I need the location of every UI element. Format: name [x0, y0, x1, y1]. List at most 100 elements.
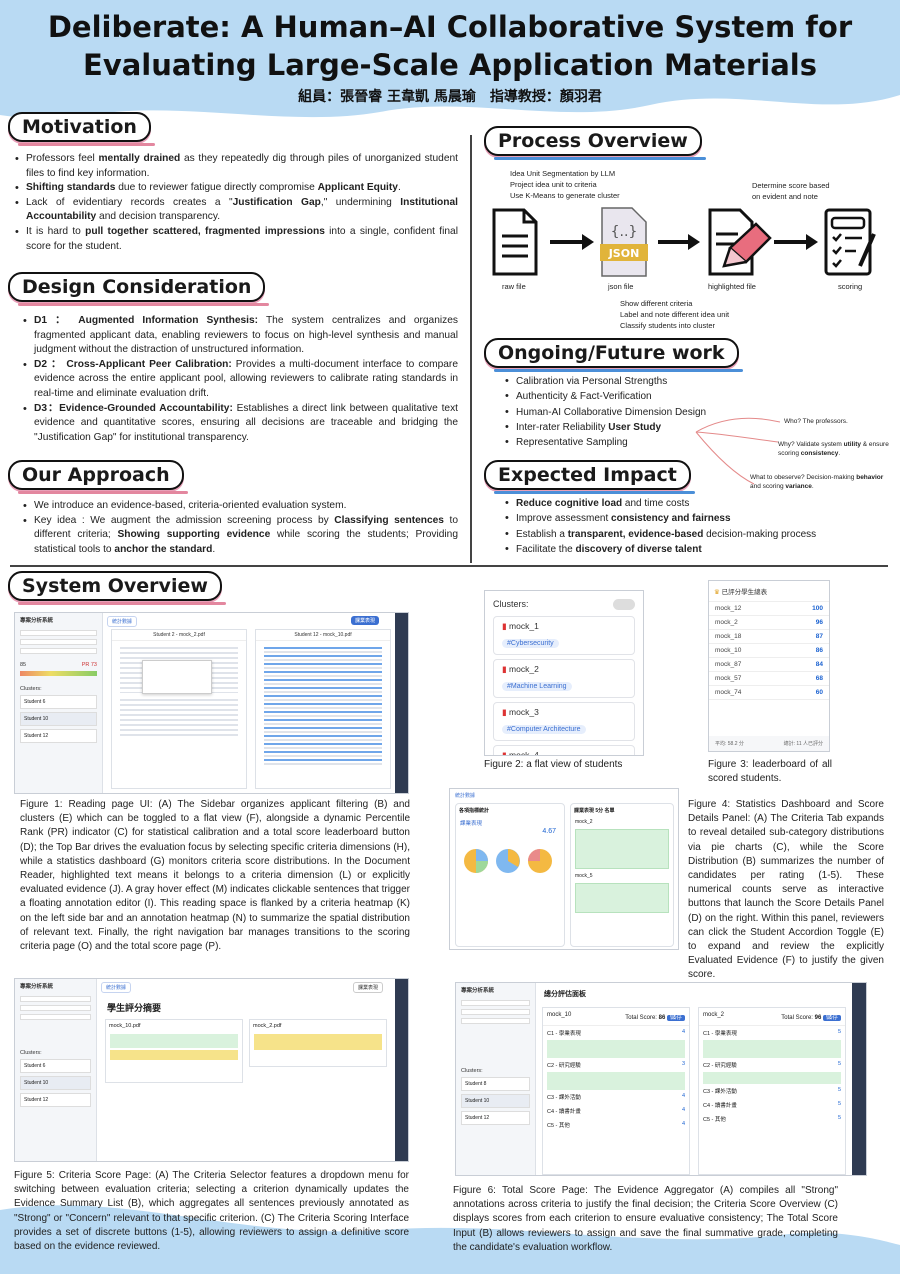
list-item[interactable]: ▮ mock_4 — [493, 745, 635, 755]
ongoing-note-why: Why? Validate system utility & ensure sc… — [778, 441, 889, 457]
json-file-icon: {..} JSON — [600, 207, 648, 277]
ongoing-note-what: What to obeserve? Decision-making behavi… — [750, 474, 884, 490]
fig1-right-doc: Student 12 - mock_10.pdf — [255, 629, 391, 789]
highlighted-file-icon — [708, 208, 772, 276]
figure-5-caption: Figure 5: Criteria Score Page: (A) The C… — [14, 1170, 409, 1253]
process-heading: Process Overview — [484, 126, 706, 160]
authors: 組員：張晉睿 王韋凱 馬晨瑜 指導教授：顏羽君 — [298, 89, 602, 105]
poster-title: Deliberate: A Human–AI Collaborative Sys… — [0, 8, 900, 106]
list-item: D2 ： Cross-Applicant Peer Calibration: P… — [22, 358, 458, 402]
figure-6-total-score-page: 專案分析系統 Clusters: Student 8 Student 10 St… — [455, 982, 867, 1176]
process-section: Process Overview Idea Unit Segmentation … — [484, 126, 894, 341]
title-line-2: Evaluating Large-Scale Application Mater… — [83, 48, 817, 82]
impact-list: Reduce cognitive load and time costs Imp… — [504, 496, 894, 557]
title-line-1: Deliberate: A Human–AI Collaborative Sys… — [47, 10, 853, 44]
list-item[interactable]: ▮ mock_1#Cybersecurity — [493, 616, 635, 655]
figure-4-caption: Figure 4: Statistics Dashboard and Score… — [688, 799, 884, 981]
fig5-doc-card: mock_2.pdf — [249, 1019, 387, 1067]
annotation-arrows — [695, 417, 781, 485]
figure-1-caption: Figure 1: Reading page UI: (A) The Sideb… — [20, 799, 410, 953]
impact-section: Expected Impact Reduce cognitive load an… — [484, 460, 894, 557]
list-item: Authenticity & Fact-Verification — [504, 389, 744, 405]
flat-view-toggle[interactable] — [613, 599, 635, 610]
list-item: Professors feel mentally drained as they… — [14, 152, 458, 181]
system-heading: System Overview — [8, 571, 226, 605]
ongoing-note-who: Who? The professors. — [784, 418, 848, 425]
process-flow-diagram: {..} JSON — [492, 207, 876, 277]
approach-section: Our Approach We introduce an evidence-ba… — [8, 460, 458, 557]
list-item: D3：Evidence-Grounded Accountability: Est… — [22, 402, 458, 446]
list-item: It is hard to pull together scattered, f… — [14, 225, 458, 254]
figure-2-flat-view: Clusters: ▮ mock_1#Cybersecurity ▮ mock_… — [484, 590, 644, 756]
list-item: We introduce an evidence-based, criteria… — [22, 499, 458, 514]
list-item: Calibration via Personal Strengths — [504, 374, 744, 390]
process-note-top-left: Idea Unit Segmentation by LLM Project id… — [510, 169, 620, 200]
process-note-bottom: Show different criteria Label and note d… — [620, 299, 730, 330]
ongoing-section: Ongoing/Future work Calibration via Pers… — [484, 338, 894, 490]
figure-6-caption: Figure 6: Total Score Page: The Evidence… — [453, 1185, 838, 1253]
list-item: Representative Sampling — [504, 435, 744, 451]
column-divider — [470, 135, 472, 563]
svg-text:JSON: JSON — [608, 247, 640, 260]
design-section: Design Consideration D1 ： Augmented Info… — [8, 272, 458, 445]
list-item: Key idea : We augment the admission scre… — [22, 514, 458, 558]
fig6-sidebar: 專案分析系統 Clusters: Student 8 Student 10 St… — [456, 983, 536, 1175]
pie-chart-icon — [496, 849, 520, 873]
system-section: System Overview — [8, 571, 226, 605]
section-divider — [10, 565, 888, 567]
pie-chart-icon — [464, 849, 488, 873]
ongoing-heading: Ongoing/Future work — [484, 338, 743, 372]
fig4-stats-panel: 各項指標統計 課業表現 4.67 — [455, 803, 565, 947]
list-item: D1 ： Augmented Information Synthesis: Th… — [22, 314, 458, 358]
list-item: Facilitate the discovery of diverse tale… — [504, 542, 894, 558]
list-item[interactable]: ▮ mock_3#Computer Architecture — [493, 702, 635, 741]
list-item: Establish a transparent, evidence-based … — [504, 527, 894, 543]
impact-heading: Expected Impact — [484, 460, 695, 494]
list-item: Lack of evidentiary records creates a "J… — [14, 196, 458, 225]
figure-4-stats-dashboard: 統計數據 各項指標統計 課業表現 4.67 課業表現 5分 名單 mock_2 … — [449, 788, 679, 950]
scoring-icon — [824, 208, 876, 276]
approach-list: We introduce an evidence-based, criteria… — [22, 499, 458, 557]
list-item: Human-AI Collaborative Dimension Design — [504, 405, 744, 421]
arrow-icon — [658, 234, 700, 250]
figure-3-caption: Figure 3: leaderboard of all scored stud… — [708, 759, 832, 785]
list-item: Reduce cognitive load and time costs — [504, 496, 894, 512]
list-item: Improve assessment consistency and fairn… — [504, 511, 894, 527]
list-item: Inter-rater Reliability User Study — [504, 420, 744, 436]
list-item[interactable]: ▮ mock_2#Machine Learning — [493, 659, 635, 698]
figure-2-caption: Figure 2: a flat view of students — [484, 759, 623, 770]
motivation-heading: Motivation — [8, 112, 155, 146]
motivation-list: Professors feel mentally drained as they… — [14, 152, 458, 254]
list-item: Shifting standards due to reviewer fatig… — [14, 181, 458, 196]
fig5-doc-card: mock_10.pdf — [105, 1019, 243, 1083]
design-heading: Design Consideration — [8, 272, 270, 306]
figure-5-criteria-score-page: 專案分析系統 Clusters: Student 6 Student 10 St… — [14, 978, 409, 1162]
criteria-selector[interactable]: 課業表現 — [353, 982, 384, 993]
svg-text:{..}: {..} — [611, 224, 638, 240]
ongoing-list: Calibration via Personal Strengths Authe… — [504, 374, 744, 451]
design-list: D1 ： Augmented Information Synthesis: Th… — [22, 314, 458, 445]
pie-chart-icon — [528, 849, 552, 873]
process-note-top-right: Determine score based on evident and not… — [752, 181, 830, 201]
motivation-section: Motivation Professors feel mentally drai… — [8, 112, 458, 254]
arrow-icon — [774, 234, 818, 250]
fig1-left-doc: Student 2 - mock_2.pdf — [111, 629, 247, 789]
arrow-icon — [550, 234, 594, 250]
fig4-score-details: 課業表現 5分 名單 mock_2 mock_5 — [570, 803, 674, 947]
fig5-sidebar: 專案分析系統 Clusters: Student 6 Student 10 St… — [15, 979, 97, 1161]
raw-file-icon — [492, 208, 538, 276]
approach-heading: Our Approach — [8, 460, 188, 494]
